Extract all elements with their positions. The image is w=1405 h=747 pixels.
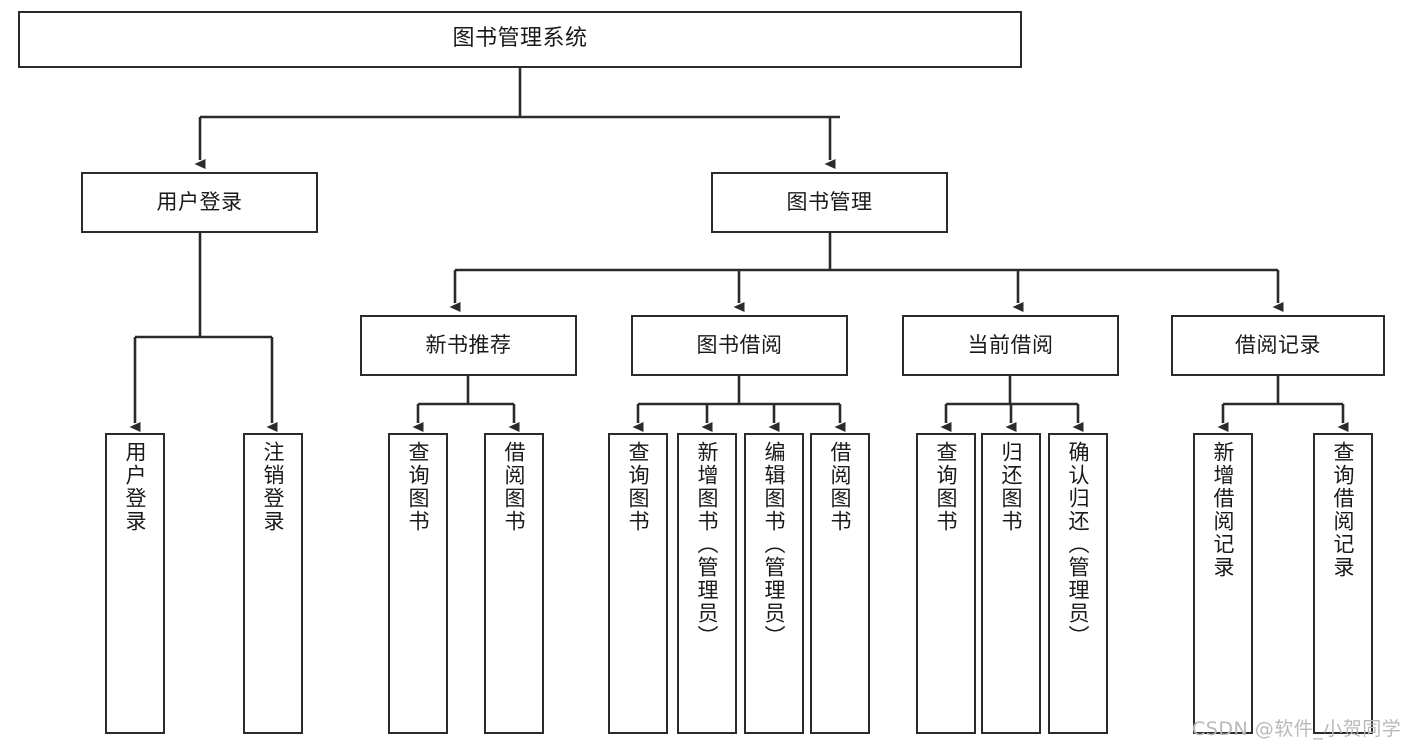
node-borrow-record-label: 借阅记录 <box>1235 332 1321 357</box>
node-current-borrow[interactable]: 当前借阅 <box>902 315 1119 376</box>
node-leaf-user-login-label: 用户登录 <box>123 441 148 533</box>
node-leaf-confirm-return-label: 确认归还（管理员） <box>1066 441 1091 648</box>
node-new-book-recommend-label: 新书推荐 <box>425 332 512 357</box>
node-leaf-query-book-1[interactable]: 查询图书 <box>388 433 448 734</box>
node-leaf-add-record[interactable]: 新增借阅记录 <box>1193 433 1253 734</box>
node-book-manage-label: 图书管理 <box>786 189 873 214</box>
node-root-label: 图书管理系统 <box>452 26 588 52</box>
node-book-borrow-label: 图书借阅 <box>696 332 783 357</box>
node-leaf-edit-book-label: 编辑图书（管理员） <box>762 441 787 648</box>
node-leaf-query-record-label: 查询借阅记录 <box>1331 441 1356 579</box>
node-leaf-query-book-1-label: 查询图书 <box>406 441 431 533</box>
node-book-manage[interactable]: 图书管理 <box>711 172 948 233</box>
node-leaf-borrow-book-2[interactable]: 借阅图书 <box>810 433 870 734</box>
node-leaf-borrow-book-1[interactable]: 借阅图书 <box>484 433 544 734</box>
node-leaf-user-logout-label: 注销登录 <box>261 441 286 533</box>
node-leaf-confirm-return[interactable]: 确认归还（管理员） <box>1048 433 1108 734</box>
node-leaf-query-book-3-label: 查询图书 <box>934 441 959 533</box>
node-leaf-user-login[interactable]: 用户登录 <box>105 433 165 734</box>
node-book-borrow[interactable]: 图书借阅 <box>631 315 848 376</box>
node-user-login[interactable]: 用户登录 <box>81 172 318 233</box>
node-leaf-add-book-label: 新增图书（管理员） <box>695 441 720 648</box>
node-leaf-user-logout[interactable]: 注销登录 <box>243 433 303 734</box>
node-leaf-query-record[interactable]: 查询借阅记录 <box>1313 433 1373 734</box>
node-leaf-add-record-label: 新增借阅记录 <box>1211 441 1236 579</box>
node-leaf-query-book-3[interactable]: 查询图书 <box>916 433 976 734</box>
node-current-borrow-label: 当前借阅 <box>967 332 1054 357</box>
node-leaf-query-book-2-label: 查询图书 <box>626 441 651 533</box>
node-leaf-return-book[interactable]: 归还图书 <box>981 433 1041 734</box>
node-leaf-return-book-label: 归还图书 <box>999 441 1024 533</box>
node-user-login-label: 用户登录 <box>156 189 243 214</box>
node-borrow-record[interactable]: 借阅记录 <box>1171 315 1385 376</box>
node-root[interactable]: 图书管理系统 <box>18 11 1022 68</box>
node-leaf-edit-book[interactable]: 编辑图书（管理员） <box>744 433 804 734</box>
node-leaf-borrow-book-2-label: 借阅图书 <box>828 441 853 533</box>
node-leaf-borrow-book-1-label: 借阅图书 <box>502 441 527 533</box>
node-new-book-recommend[interactable]: 新书推荐 <box>360 315 577 376</box>
node-leaf-add-book[interactable]: 新增图书（管理员） <box>677 433 737 734</box>
node-leaf-query-book-2[interactable]: 查询图书 <box>608 433 668 734</box>
